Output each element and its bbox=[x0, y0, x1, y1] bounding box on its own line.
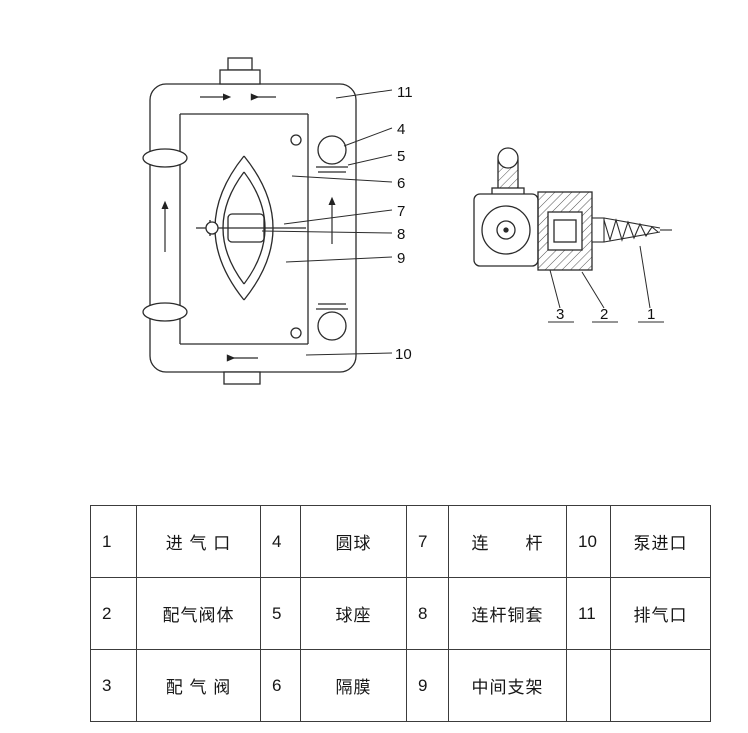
part-no: 2 bbox=[90, 577, 137, 650]
callout-11: 11 bbox=[397, 84, 413, 101]
top-port bbox=[219, 57, 261, 85]
part-name: 配气阀体 bbox=[136, 577, 261, 650]
part-no: 7 bbox=[406, 505, 449, 578]
part-name bbox=[610, 649, 711, 722]
main-view bbox=[142, 57, 393, 385]
part-name: 连 杆 bbox=[448, 505, 567, 578]
callouts-main: 11 4 5 6 7 8 9 10 bbox=[395, 84, 413, 363]
diaphragm-assembly bbox=[196, 155, 306, 301]
part-no: 5 bbox=[260, 577, 301, 650]
parts-table: 1 进 气 口 4 圆球 7 连 杆 10 泵进口 2 配气阀体 5 球座 8 … bbox=[90, 505, 711, 722]
pump-diagram: 11 4 5 6 7 8 9 10 bbox=[142, 57, 672, 385]
table-row: 3 配 气 阀 6 隔膜 9 中间支架 bbox=[90, 649, 711, 722]
part-name: 排气口 bbox=[610, 577, 711, 650]
ball-valve-top bbox=[290, 134, 348, 173]
leader-lines-side bbox=[548, 245, 664, 323]
part-no: 6 bbox=[260, 649, 301, 722]
part-name: 球座 bbox=[300, 577, 407, 650]
part-no: 3 bbox=[90, 649, 137, 722]
callout-4: 4 bbox=[397, 121, 405, 138]
table-row: 2 配气阀体 5 球座 8 连杆铜套 11 排气口 bbox=[90, 577, 711, 650]
part-no: 1 bbox=[90, 505, 137, 578]
side-threaded-nipple bbox=[591, 217, 672, 243]
part-name: 泵进口 bbox=[610, 505, 711, 578]
part-name: 配 气 阀 bbox=[136, 649, 261, 722]
part-no: 4 bbox=[260, 505, 301, 578]
table-row: 1 进 气 口 4 圆球 7 连 杆 10 泵进口 bbox=[90, 505, 711, 578]
callout-6: 6 bbox=[397, 175, 405, 192]
part-name: 中间支架 bbox=[448, 649, 567, 722]
pump-diagram-svg: 11 4 5 6 7 8 9 10 bbox=[142, 57, 672, 385]
callouts-side: 3 2 1 bbox=[556, 306, 655, 323]
callout-7: 7 bbox=[397, 203, 405, 220]
side-view bbox=[473, 147, 672, 323]
part-name: 隔膜 bbox=[300, 649, 407, 722]
part-no: 8 bbox=[406, 577, 449, 650]
callout-9: 9 bbox=[397, 250, 405, 267]
leader-lines-main bbox=[261, 89, 393, 356]
callout-3: 3 bbox=[556, 306, 564, 323]
part-name: 进 气 口 bbox=[136, 505, 261, 578]
side-top-stub bbox=[491, 147, 525, 197]
part-name: 圆球 bbox=[300, 505, 407, 578]
part-no: 9 bbox=[406, 649, 449, 722]
callout-2: 2 bbox=[600, 306, 608, 323]
bottom-port bbox=[223, 371, 261, 385]
ball-valve-bottom bbox=[290, 303, 348, 341]
callout-8: 8 bbox=[397, 226, 405, 243]
part-no: 10 bbox=[566, 505, 611, 578]
part-no bbox=[566, 649, 611, 722]
callout-5: 5 bbox=[397, 148, 405, 165]
left-pipe-flanges bbox=[142, 148, 188, 322]
side-valve-body bbox=[537, 191, 593, 271]
side-body bbox=[473, 193, 539, 267]
callout-1: 1 bbox=[647, 306, 655, 323]
part-name: 连杆铜套 bbox=[448, 577, 567, 650]
flow-arrows bbox=[161, 93, 336, 362]
part-no: 11 bbox=[566, 577, 611, 650]
callout-10: 10 bbox=[395, 346, 412, 363]
